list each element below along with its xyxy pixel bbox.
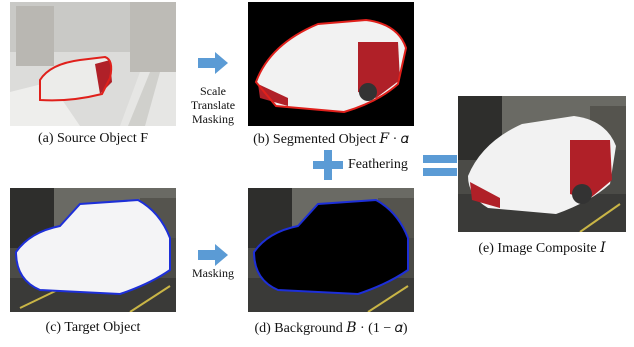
target-object-image [10, 188, 176, 312]
caption-target-object: (c) Target Object [45, 320, 141, 335]
right-arrow-icon [198, 244, 228, 266]
background-image [248, 188, 414, 312]
right-arrow-icon [198, 52, 228, 74]
segmented-object-image [248, 2, 414, 126]
caption-segmented-object: (b) Segmented Object 𝐹 · 𝛼 [253, 132, 409, 147]
equals-icon [423, 155, 457, 177]
caption-background: (d) Background 𝐵 · (1 − 𝛼) [254, 321, 408, 336]
scale-label: Scale [200, 84, 226, 98]
source-object-image [10, 2, 176, 126]
translate-label: Translate [190, 98, 236, 112]
plus-icon [313, 150, 343, 180]
caption-image-composite: (e) Image Composite 𝐼 [478, 241, 606, 256]
feathering-label: Feathering [348, 157, 408, 172]
masking-label: Masking [192, 112, 234, 126]
image-composite-image [458, 96, 626, 232]
transform-operations-label: Scale Translate Masking [178, 84, 248, 126]
masking-operation-label: Masking [192, 266, 234, 280]
caption-source-object: (a) Source Object F [37, 131, 149, 146]
